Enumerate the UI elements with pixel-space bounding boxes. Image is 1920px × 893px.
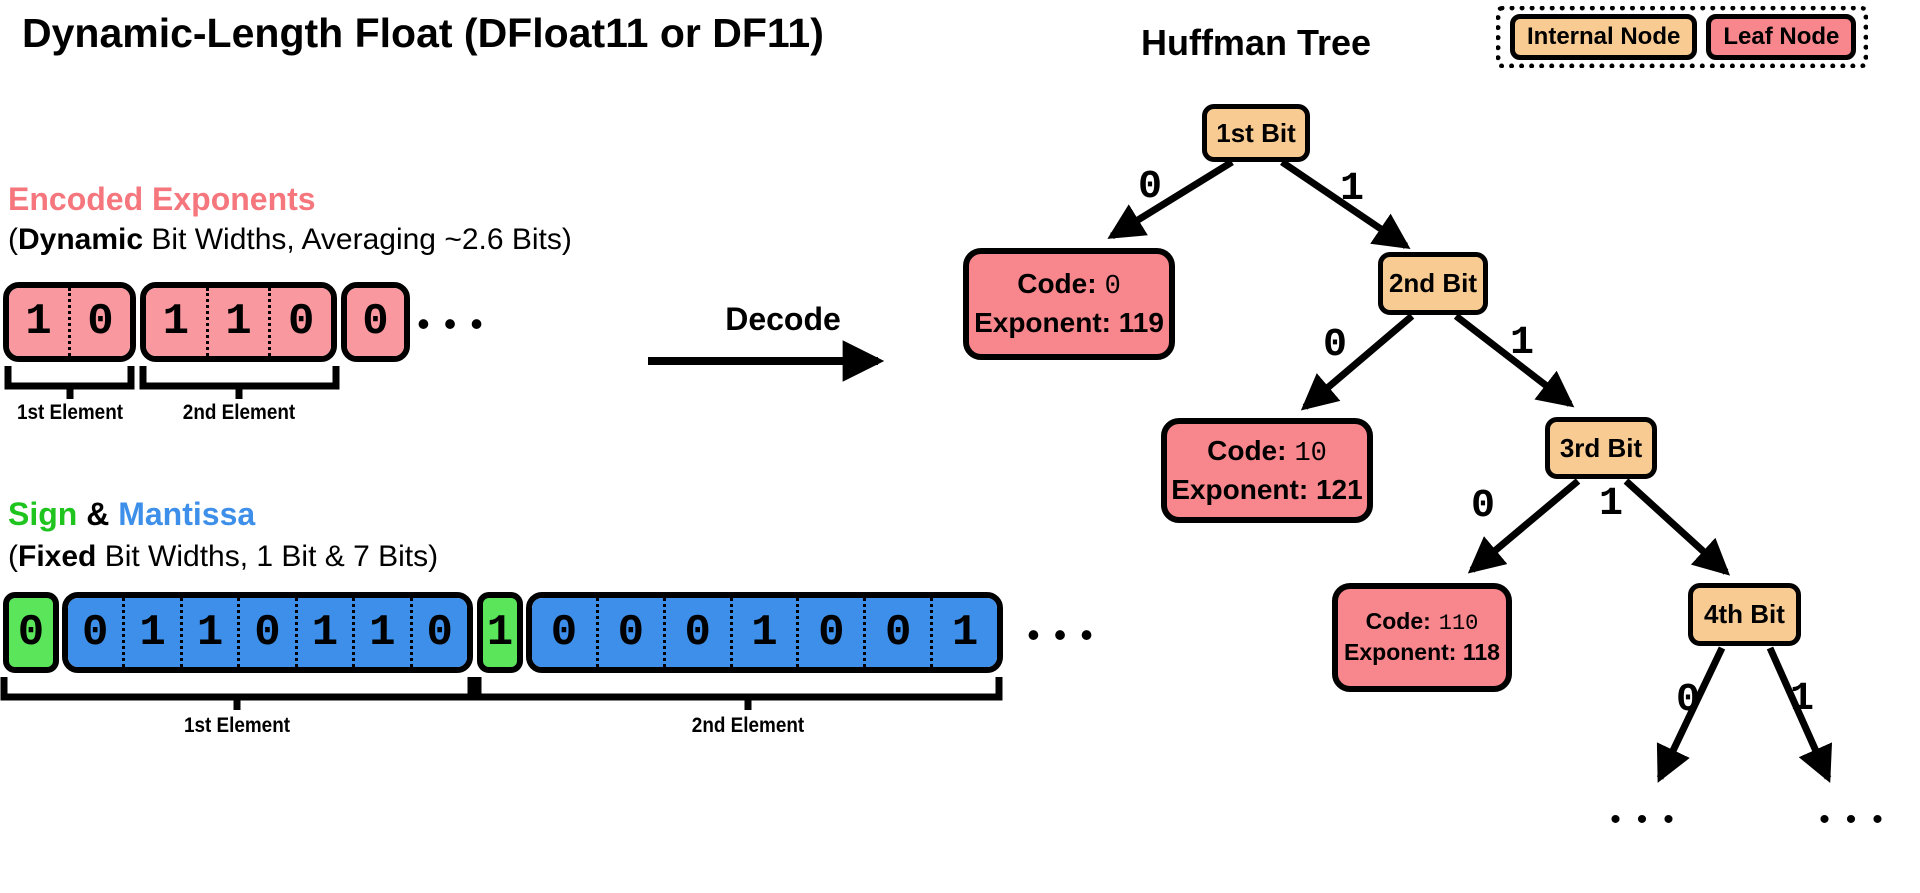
bracket-man-1 xyxy=(0,677,475,710)
sign-mantissa-subheading: (Fixed Bit Widths, 1 Bit & 7 Bits) xyxy=(8,540,439,573)
mantissa-bit-cell: 1 xyxy=(352,598,410,667)
mantissa-bit-cell: 1 xyxy=(729,598,797,667)
sign-bit-cell: 1 xyxy=(477,592,523,673)
leaf-code-line: Code:110 xyxy=(1365,607,1479,636)
legend-leaf-node: Leaf Node xyxy=(1706,14,1857,60)
exponent-bit-cell: 0 xyxy=(347,288,404,356)
mantissa-element-1-label: 1st Element xyxy=(183,714,291,737)
exponent-element-1-label: 1st Element xyxy=(16,401,124,424)
exponent-bit-cell: 1 xyxy=(146,288,206,356)
exponent-row-ellipsis: ••• xyxy=(417,303,497,344)
mantissa-row-ellipsis: ••• xyxy=(1027,614,1107,655)
exponent-element-2-label: 2nd Element xyxy=(182,401,296,424)
mantissa-bit-cell: 0 xyxy=(796,598,864,667)
bracket-exp-2 xyxy=(139,366,340,399)
mantissa-bit-cell: 1 xyxy=(179,598,238,667)
exponent-bit-cell: 1 xyxy=(205,288,269,356)
legend-internal-node: Internal Node xyxy=(1510,14,1698,60)
exponent-group-3: 0 xyxy=(341,282,410,362)
exponent-bit-cell: 1 xyxy=(9,288,68,356)
edge-label-1: 1 xyxy=(1598,482,1623,527)
edge-label-1: 1 xyxy=(1789,677,1814,722)
edge-n3-right xyxy=(1623,478,1731,576)
exponents-heading: Encoded Exponents xyxy=(8,181,316,217)
mantissa-bit-cell: 0 xyxy=(863,598,931,667)
mantissa-bit-cell: 0 xyxy=(237,598,295,667)
edge-label-0: 0 xyxy=(1137,165,1162,210)
leaf-code-line: Code:10 xyxy=(1207,434,1327,469)
mantissa-element-2-label: 2nd Element xyxy=(691,714,805,737)
leaf-node-exponent-121: Code:10 Exponent: 121 xyxy=(1161,418,1373,523)
edge-label-1: 1 xyxy=(1509,321,1534,366)
mantissa-bit-cell: 0 xyxy=(532,598,596,667)
mantissa-bit-cell: 0 xyxy=(409,598,467,667)
tree-right-ellipsis: ••• xyxy=(1819,803,1899,836)
mantissa-bit-cell: 0 xyxy=(662,598,730,667)
mantissa-group-1: 0 1 1 0 1 1 0 xyxy=(62,592,473,673)
sign-bit-cell: 0 xyxy=(3,592,59,673)
mantissa-bit-cell: 0 xyxy=(595,598,663,667)
exponent-bit-cell: 0 xyxy=(268,288,331,356)
page-title: Dynamic-Length Float (DFloat11 or DF11) xyxy=(22,10,824,56)
internal-node-3rd-bit: 3rd Bit xyxy=(1545,417,1657,479)
exponent-group-1: 1 0 xyxy=(3,282,136,362)
sign-mantissa-heading: Sign & Mantissa xyxy=(8,496,256,532)
mantissa-bit-cell: 1 xyxy=(122,598,180,667)
leaf-exponent-line: Exponent: 119 xyxy=(974,307,1164,339)
leaf-exponent-line: Exponent: 118 xyxy=(1344,639,1500,666)
leaf-code-line: Code:0 xyxy=(1017,268,1121,303)
leaf-node-exponent-118: Code:110 Exponent: 118 xyxy=(1332,583,1512,692)
mantissa-bit-cell: 1 xyxy=(294,598,353,667)
legend: Internal Node Leaf Node xyxy=(1496,6,1868,68)
leaf-exponent-line: Exponent: 121 xyxy=(1171,473,1363,505)
bracket-exp-1 xyxy=(4,366,135,399)
mantissa-bit-cell: 1 xyxy=(930,598,997,667)
leaf-node-exponent-119: Code:0 Exponent: 119 xyxy=(963,248,1175,360)
internal-node-2nd-bit: 2nd Bit xyxy=(1378,252,1488,315)
huffman-tree-title: Huffman Tree xyxy=(1140,22,1372,63)
mantissa-group-2: 0 0 0 1 0 0 1 xyxy=(526,592,1003,673)
mantissa-bit-cell: 0 xyxy=(68,598,123,667)
decode-label: Decode xyxy=(725,301,841,337)
exponent-bit-cell: 0 xyxy=(68,288,130,356)
edge-label-0: 0 xyxy=(1470,484,1495,529)
tree-left-ellipsis: ••• xyxy=(1610,803,1690,836)
exponents-subheading: (Dynamic Bit Widths, Averaging ~2.6 Bits… xyxy=(8,223,572,256)
edge-label-1: 1 xyxy=(1339,167,1364,212)
edge-label-0: 0 xyxy=(1675,678,1700,723)
edge-label-0: 0 xyxy=(1322,323,1347,368)
internal-node-4th-bit: 4th Bit xyxy=(1688,583,1801,646)
bracket-man-2 xyxy=(474,677,1003,710)
exponent-group-2: 1 1 0 xyxy=(140,282,337,362)
internal-node-1st-bit: 1st Bit xyxy=(1202,104,1310,162)
